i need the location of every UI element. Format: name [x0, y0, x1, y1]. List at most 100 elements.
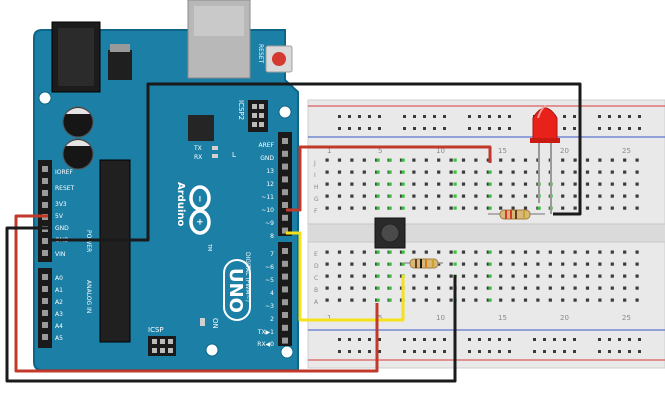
connected-hole-markers: [376, 158, 553, 302]
dc-power-jack-inner: [58, 28, 94, 86]
led-rim: [530, 138, 560, 143]
breadboard-hole: [412, 206, 416, 210]
tx-label: TX: [193, 145, 202, 152]
rail-hole: [543, 338, 546, 341]
breadboard-hole: [437, 170, 441, 174]
breadboard-hole: [610, 170, 614, 174]
breadboard-hole: [499, 170, 503, 174]
breadboard-hole: [437, 286, 441, 290]
header-pin: [282, 286, 288, 293]
rail-hole: [638, 127, 641, 130]
breadboard-hole: [362, 298, 366, 302]
rail-hole: [348, 127, 351, 130]
breadboard-hole: [449, 182, 453, 186]
breadboard-hole: [362, 250, 366, 254]
connected-hole: [388, 298, 392, 302]
infinity-logo-left: [189, 185, 211, 211]
connected-hole: [388, 158, 392, 162]
reset-button-cap[interactable]: [272, 52, 286, 66]
breadboard-hole: [437, 206, 441, 210]
breadboard-hole: [610, 194, 614, 198]
rail-hole: [338, 350, 341, 353]
icsp-label: ICSP: [148, 326, 164, 334]
connected-hole: [388, 170, 392, 174]
breadboard-hole: [486, 286, 490, 290]
pin-label-7: 7: [270, 251, 274, 258]
resistor-band: [515, 210, 517, 219]
header-pin: [282, 273, 288, 280]
breadboard-hole: [523, 298, 528, 302]
breadboard-hole: [598, 298, 602, 302]
rail-hole: [478, 127, 481, 130]
pin-label-5v: 5V: [55, 213, 64, 220]
pin-label-gnd-top: GND: [260, 155, 274, 162]
row-letter: C: [314, 275, 318, 282]
header-pin: [42, 238, 48, 244]
rail-hole: [378, 338, 381, 341]
mounting-hole: [38, 91, 52, 105]
row-letter: H: [314, 184, 319, 191]
breadboard-hole: [511, 170, 515, 174]
connected-hole: [376, 170, 380, 174]
breadboard-hole: [362, 170, 366, 174]
breadboard-hole: [523, 286, 528, 290]
breadboard-hole: [536, 286, 540, 290]
header-pin: [282, 260, 288, 267]
breadboard-hole: [573, 262, 577, 266]
rail-hole: [638, 350, 641, 353]
connected-hole: [488, 170, 492, 174]
breadboard-hole: [437, 298, 441, 302]
breadboard-hole: [561, 194, 565, 198]
rail-hole: [403, 127, 406, 130]
rail-hole: [573, 127, 576, 130]
pin-label-8: 8: [270, 233, 274, 240]
rail-hole: [423, 350, 426, 353]
mounting-hole: [278, 105, 292, 119]
breadboard-hole: [511, 158, 515, 162]
rail-hole: [443, 115, 446, 118]
breadboard-hole: [337, 298, 342, 302]
breadboard-hole: [523, 262, 528, 266]
connected-hole: [376, 262, 380, 266]
rail-hole: [573, 350, 576, 353]
breadboard-hole: [437, 182, 441, 186]
breadboard-hole: [523, 158, 528, 162]
connected-hole: [376, 158, 380, 162]
rail-hole: [478, 338, 481, 341]
breadboard-hole: [610, 274, 614, 278]
breadboard-hole: [437, 262, 441, 266]
connected-hole: [401, 170, 405, 174]
breadboard-hole: [536, 274, 540, 278]
connected-hole: [401, 194, 405, 198]
col-number-top: 5: [378, 147, 382, 155]
connected-hole: [388, 250, 392, 254]
breadboard-hole: [536, 262, 540, 266]
rail-hole: [338, 127, 341, 130]
rail-hole: [533, 350, 536, 353]
breadboard-hole: [598, 286, 602, 290]
usb-port-inner: [194, 6, 244, 36]
row-letter: A: [314, 299, 319, 306]
breadboard-hole: [461, 158, 466, 162]
breadboard-hole: [474, 170, 478, 174]
breadboard-hole: [561, 170, 565, 174]
pin-label-3v3: 3V3: [55, 201, 67, 208]
header-pin: [152, 339, 157, 344]
breadboard-hole: [486, 262, 490, 266]
digital-header-bottom: [278, 242, 292, 346]
rx-label: RX: [194, 154, 202, 161]
breadboard-hole: [449, 170, 453, 174]
breadboard-hole: [598, 250, 602, 254]
center-channel: [308, 224, 665, 242]
breadboard-hole: [474, 274, 478, 278]
breadboard-hole: [623, 194, 627, 198]
rail-hole: [618, 350, 621, 353]
breadboard-hole: [461, 298, 466, 302]
rail-hole: [498, 115, 501, 118]
breadboard-hole: [325, 158, 329, 162]
connected-hole: [388, 182, 392, 186]
pin-label-6: ~6: [265, 264, 274, 271]
pin-label-aref: AREF: [258, 142, 274, 149]
rail-hole: [498, 127, 501, 130]
